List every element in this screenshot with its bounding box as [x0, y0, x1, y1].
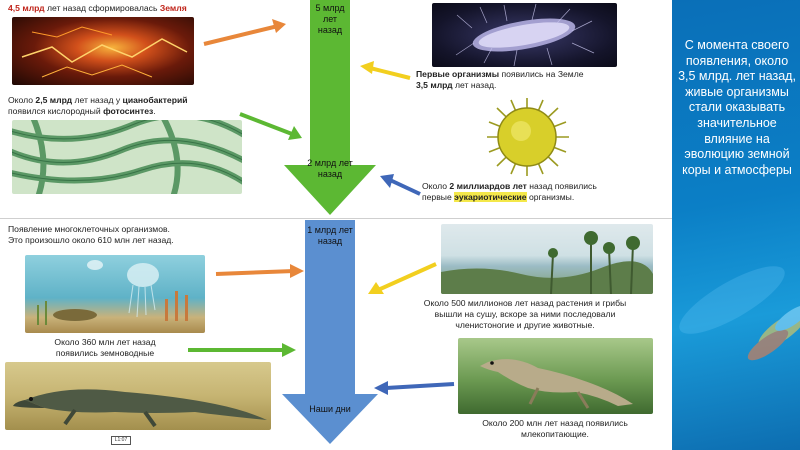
- earth-number: 4,5 млрд: [8, 3, 45, 13]
- amph-line1: Около 360 млн лет назад: [54, 337, 156, 347]
- plants-line2: вышли на сушу, вскоре за ними последовал…: [434, 309, 616, 319]
- mammal-line1: Около 200 млн лет назад появились: [482, 418, 628, 428]
- timeline-slide: 5 млрд лет назад 2 млрд лет назад 1 млрд…: [0, 0, 672, 445]
- cyanobacteria-filaments: [12, 120, 242, 194]
- section-divider: [0, 218, 672, 219]
- label-2-billion: 2 млрд лет назад: [307, 158, 353, 179]
- cyanobacteria-image: [12, 120, 242, 194]
- first-org-tail: лет назад.: [452, 80, 497, 90]
- cyano-word: цианобактерий: [122, 95, 188, 105]
- page-stamp: L1:07: [111, 436, 131, 445]
- cyano-end: .: [153, 106, 156, 116]
- amphibian-shape: [13, 389, 267, 428]
- multi-line2: Это произошло около 610 млн лет назад.: [8, 235, 174, 245]
- yellow-arrow-first-organisms: [360, 61, 411, 80]
- caption-amphibians: Около 360 млн лет назад появились земнов…: [20, 337, 190, 359]
- euk-end: организмы.: [526, 192, 575, 202]
- orange-arrow-earth: [203, 19, 286, 46]
- caption-eukaryotes: Около 2 миллиардов лет назад появились п…: [422, 181, 597, 203]
- caption-mammals: Около 200 млн лет назад появились млекоп…: [455, 418, 655, 440]
- ocean-creatures: [37, 260, 188, 325]
- cyano-number: 2,5 млрд: [35, 95, 73, 105]
- euk-pre: Около: [422, 181, 450, 191]
- mammal-line2: млекопитающие.: [521, 429, 589, 439]
- euk-number: 2 миллиардов лет: [449, 181, 527, 191]
- euk-line2: первые: [422, 192, 455, 202]
- green-arrow-cyano: [239, 112, 302, 140]
- earth-text: лет назад сформировалась: [44, 3, 160, 13]
- first-org-word: Первые организмы: [416, 69, 500, 79]
- euk-word: эукариотические: [454, 192, 527, 202]
- caption-cyanobacteria: Около 2,5 млрд лет назад у цианобактерий…: [8, 95, 188, 117]
- early-earth-image: [12, 17, 194, 85]
- first-org-text: появились на Земле: [499, 69, 584, 79]
- blue-arrow-eukaryotes: [380, 174, 421, 196]
- label-1-billion: 1 млрд лет назад: [307, 225, 353, 246]
- lava-cracks: [21, 26, 188, 78]
- mammal-image: [458, 338, 653, 414]
- mammal-shape: [480, 359, 633, 409]
- cyano-mid: лет назад у: [72, 95, 123, 105]
- multi-line1: Появление многоклеточных организмов.: [8, 224, 170, 234]
- early-plants-image: [441, 224, 653, 294]
- label-today: Наши дни: [309, 404, 351, 414]
- cyano-pre: Около: [8, 95, 36, 105]
- caption-multicellular: Появление многоклеточных организмов. Это…: [8, 224, 174, 246]
- side-panel-text: С момента своего появления, около 3,5 мл…: [678, 38, 796, 177]
- earth-word: Земля: [159, 3, 187, 13]
- blue-timeline-arrow: [305, 220, 355, 395]
- ocean-life-image: [25, 255, 205, 333]
- side-info-panel: С момента своего появления, около 3,5 мл…: [672, 0, 800, 450]
- green-timeline-arrow: [310, 0, 350, 165]
- amphibian-image: [5, 362, 271, 430]
- cyano-word2: фотосинтез: [103, 106, 154, 116]
- cyano-line2: появился кислородный: [8, 106, 104, 116]
- caption-earth: 4,5 млрд лет назад сформировалась Земля: [8, 3, 187, 14]
- side-glow-decoration: [679, 266, 800, 361]
- yellow-arrow-plants: [368, 262, 437, 294]
- bacterium-image: [432, 3, 617, 67]
- euk-mid: назад появились: [526, 181, 597, 191]
- amph-line2: появились земноводные: [55, 348, 155, 358]
- swamp-plants: [441, 231, 653, 294]
- caption-plants: Около 500 миллионов лет назад растения и…: [380, 298, 670, 331]
- blue-arrow-head: [282, 394, 378, 444]
- green-arrow-head: [284, 165, 376, 215]
- first-org-number: 3,5 млрд: [416, 80, 453, 90]
- plants-line3: членистоногие и другие животные.: [455, 320, 595, 330]
- eukaryote-image: [481, 96, 574, 178]
- bacterium-shape: [455, 3, 595, 67]
- spiky-cell: [487, 98, 569, 176]
- blue-arrow-mammals: [374, 381, 455, 395]
- caption-first-organisms: Первые организмы появились на Земле 3,5 …: [416, 69, 584, 91]
- label-5-billion: 5 млрд лет назад: [315, 3, 345, 35]
- green-arrow-amphibians: [188, 343, 296, 357]
- orange-arrow-multicellular: [215, 264, 304, 278]
- plants-line1: Около 500 миллионов лет назад растения и…: [423, 298, 627, 308]
